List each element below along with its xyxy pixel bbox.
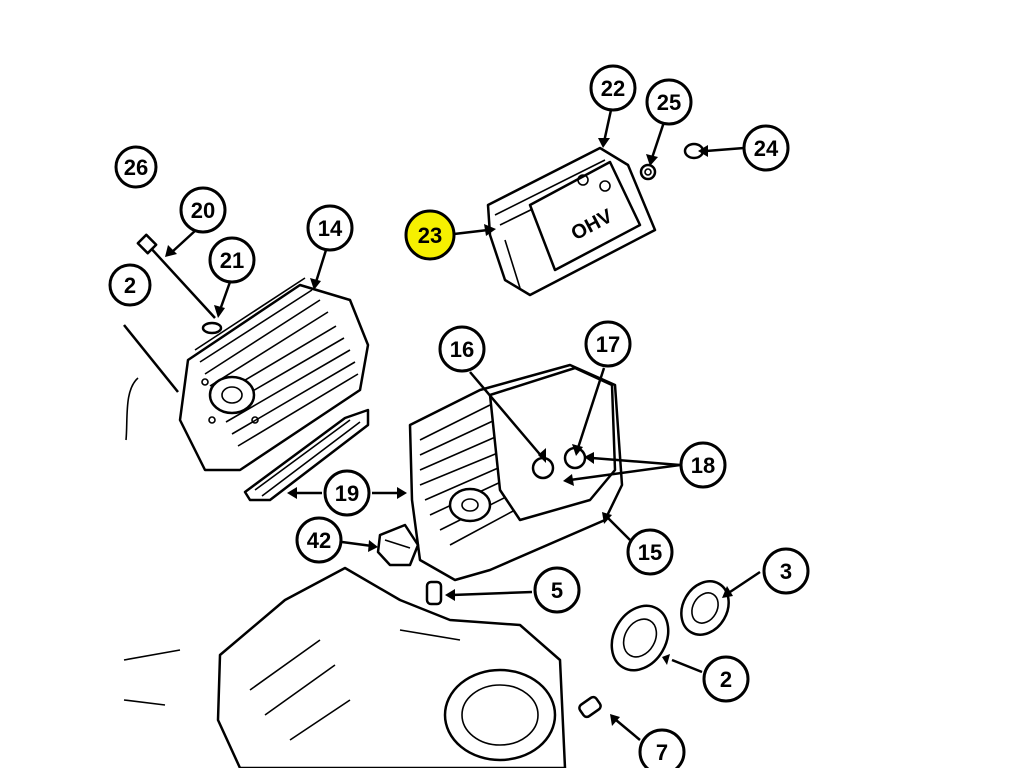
- leader-lines: [165, 109, 761, 741]
- callout-7: 7: [638, 728, 686, 768]
- svg-text:25: 25: [657, 90, 681, 115]
- bearing-2: [610, 604, 670, 672]
- callout-3: 3: [762, 547, 810, 595]
- callout-42: 42: [295, 516, 343, 564]
- callout-18: 18: [679, 441, 727, 489]
- svg-text:20: 20: [191, 198, 215, 223]
- pushrod-left: [123, 324, 179, 441]
- callout-26: 26: [114, 145, 158, 189]
- callout-15: 15: [626, 528, 674, 576]
- svg-text:7: 7: [656, 740, 668, 765]
- pin-7: [578, 695, 602, 719]
- callout-5: 5: [533, 566, 581, 614]
- callout-16: 16: [438, 325, 486, 373]
- callout-20: 20: [179, 186, 227, 234]
- head-bolt-20: [136, 233, 216, 319]
- dowel-pin-5: [425, 580, 443, 606]
- svg-text:26: 26: [124, 155, 148, 180]
- seal-3: [680, 580, 730, 636]
- svg-text:5: 5: [551, 578, 563, 603]
- cylinder-head-15: [408, 363, 624, 582]
- washer-21: [201, 321, 223, 335]
- svg-text:23: 23: [418, 223, 442, 248]
- spark-plug-42: [376, 523, 420, 567]
- callout-14: 14: [306, 204, 354, 252]
- callout-24: 24: [742, 124, 790, 172]
- callout-23-highlighted: 23: [404, 209, 456, 261]
- svg-text:17: 17: [596, 332, 620, 357]
- svg-text:16: 16: [450, 337, 474, 362]
- svg-text:19: 19: [335, 481, 359, 506]
- svg-text:42: 42: [307, 528, 331, 553]
- cylinder-head-14: [178, 277, 370, 472]
- svg-text:24: 24: [754, 136, 779, 161]
- callout-17: 17: [584, 320, 632, 368]
- svg-text:21: 21: [220, 248, 244, 273]
- callout-22: 22: [589, 64, 637, 112]
- callout-25: 25: [645, 78, 693, 126]
- svg-text:22: 22: [601, 76, 625, 101]
- svg-text:18: 18: [691, 453, 715, 478]
- gasket-19: [243, 408, 370, 502]
- callout-21: 21: [208, 236, 256, 284]
- svg-text:3: 3: [780, 559, 792, 584]
- callout-2-left: 2: [108, 263, 152, 307]
- crankcase: [123, 566, 567, 768]
- svg-text:2: 2: [720, 667, 732, 692]
- svg-text:2: 2: [124, 273, 136, 298]
- callout-2-right: 2: [702, 655, 750, 703]
- svg-text:14: 14: [318, 216, 343, 241]
- grommet-25: [639, 163, 657, 181]
- valve-cover-23: OHV: [486, 146, 657, 297]
- svg-text:15: 15: [638, 540, 662, 565]
- callout-19: 19: [323, 469, 371, 517]
